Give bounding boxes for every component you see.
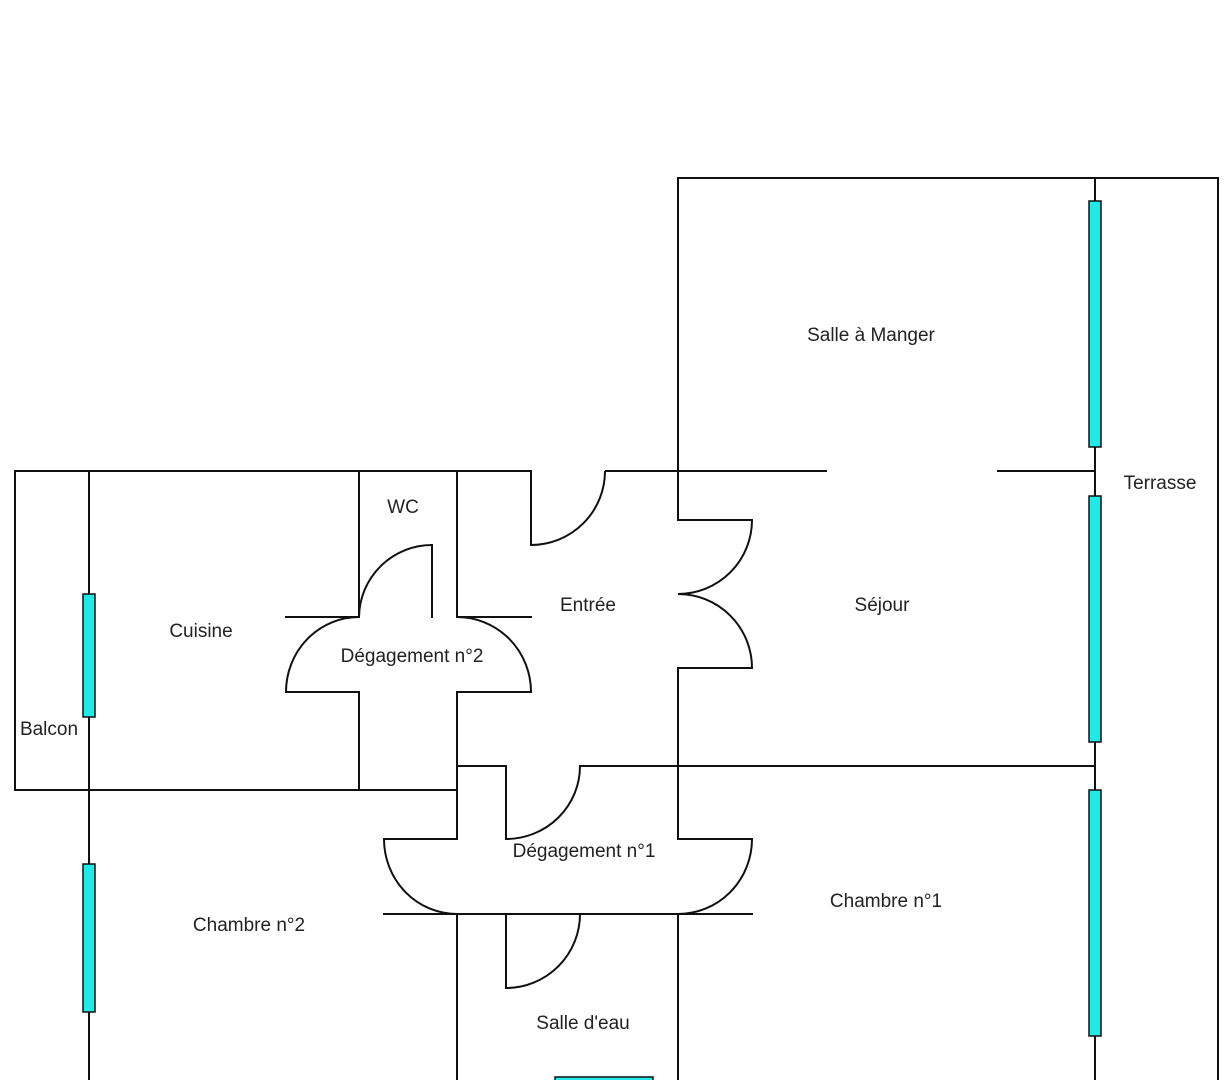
door-degagement2-right [456,616,532,693]
window-cuisine [82,593,96,718]
door-sejour-lower [677,593,753,669]
label-wc: WC [387,497,419,518]
door-entree-top [530,470,606,546]
door-sejour-upper [677,519,753,595]
door-degagement1-top [505,765,581,840]
label-sejour: Séjour [855,595,911,616]
label-cuisine: Cuisine [169,621,232,642]
door-salle-eau [505,913,581,989]
label-salle-a-manger: Salle à Manger [807,325,935,346]
door-degagement1-left [383,838,458,915]
windows [82,200,1102,1080]
label-terrasse: Terrasse [1124,473,1197,494]
label-entree: Entrée [560,595,616,616]
doors [285,470,753,989]
label-degagement-2: Dégagement n°2 [341,646,484,667]
label-degagement-1: Dégagement n°1 [513,841,656,862]
window-salle-manger [1088,200,1102,448]
window-chambre1 [1088,789,1102,1037]
window-chambre2 [82,863,96,1013]
label-balcon: Balcon [20,719,78,740]
walls [14,177,1219,1080]
label-chambre-2: Chambre n°2 [193,915,305,936]
door-degagement1-right [677,838,753,915]
label-salle-d-eau: Salle d'eau [536,1013,629,1034]
label-chambre-1: Chambre n°1 [830,891,942,912]
wall-entree-degagement1 [456,765,507,840]
door-wc [358,544,433,618]
door-degagement2-left [285,616,360,693]
room-labels: Salle à Manger Terrasse WC Entrée Séjour… [20,325,1196,1034]
wall-entree-sejour-lower [677,667,753,840]
window-sejour [1088,495,1102,743]
window-salle-eau [554,1076,654,1080]
